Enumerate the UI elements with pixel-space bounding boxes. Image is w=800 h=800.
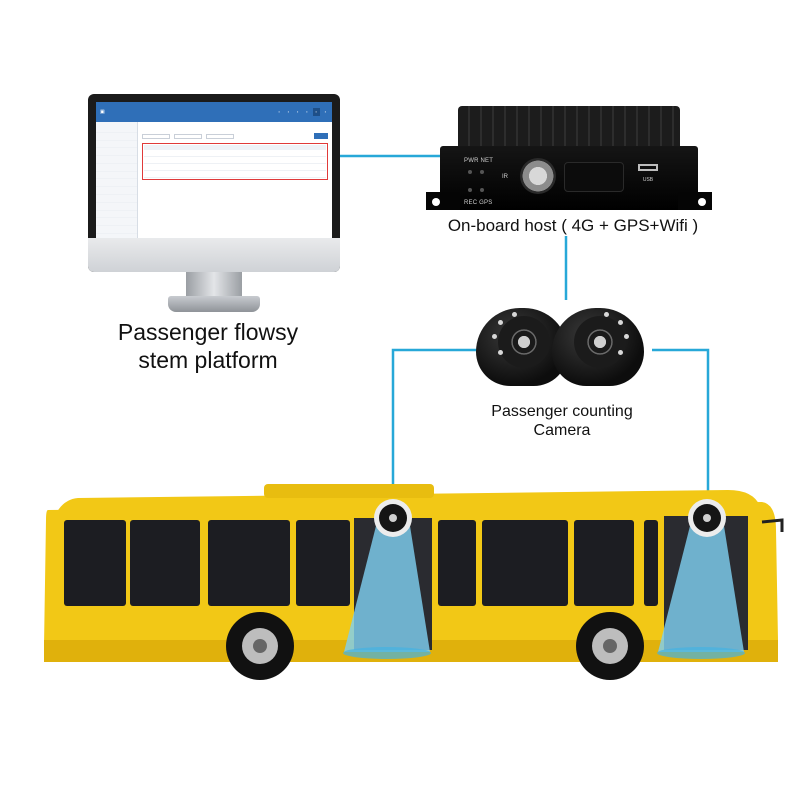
monitor-stand-neck bbox=[186, 272, 242, 300]
bus-window bbox=[482, 520, 568, 606]
dome-camera-right bbox=[552, 300, 644, 388]
table-header bbox=[144, 145, 326, 150]
usb-port-area: USB bbox=[630, 164, 666, 190]
bus-window bbox=[644, 520, 658, 606]
camera-to-rear-door-line bbox=[652, 348, 710, 495]
camera-label: Passenger counting Camera bbox=[491, 403, 633, 439]
bus-window bbox=[208, 520, 290, 606]
bus bbox=[44, 484, 784, 680]
camera-lens-icon bbox=[498, 316, 550, 368]
monitor: ▣ ▪ ▪ ▪ ▪ ▪ ▪ bbox=[88, 94, 340, 272]
nav-tab: ▪ bbox=[287, 110, 289, 114]
filter-field bbox=[142, 133, 170, 139]
nav-tab-active: ▪ bbox=[312, 108, 320, 116]
led-indicator bbox=[468, 188, 472, 192]
breadcrumb bbox=[142, 126, 328, 130]
usb-icon bbox=[638, 164, 658, 171]
sidebar-item bbox=[96, 218, 137, 227]
usb-label: USB bbox=[642, 177, 654, 183]
nav-tab: ▪ bbox=[278, 110, 280, 114]
nav-tab: ▪ bbox=[324, 110, 326, 114]
led-indicator bbox=[480, 188, 484, 192]
sidebar-item bbox=[96, 156, 137, 164]
host-label: On-board host ( 4G + GPS+Wifi ) bbox=[447, 216, 699, 235]
bus-window bbox=[296, 520, 350, 606]
table-row bbox=[144, 156, 326, 164]
ir-led bbox=[624, 334, 629, 339]
nav-tab: ▪ bbox=[297, 110, 299, 114]
app-header: ▣ ▪ ▪ ▪ ▪ ▪ ▪ bbox=[96, 102, 332, 122]
app-logo: ▣ bbox=[100, 109, 105, 115]
sidebar-item bbox=[96, 164, 137, 172]
platform-screen: ▣ ▪ ▪ ▪ ▪ ▪ ▪ bbox=[96, 102, 332, 238]
ir-led bbox=[498, 350, 503, 355]
mount-bracket-right bbox=[678, 192, 712, 210]
filter-field bbox=[206, 133, 234, 139]
sidebar-item bbox=[96, 195, 137, 203]
led-indicator bbox=[468, 170, 472, 174]
bus-window bbox=[438, 520, 476, 606]
bus-roof-unit bbox=[264, 484, 434, 498]
filter-field bbox=[174, 133, 202, 139]
filter-row bbox=[142, 133, 328, 139]
platform-label: Passenger flowsy stem platform bbox=[117, 319, 299, 373]
monitor-stand-base bbox=[168, 296, 260, 312]
table-row bbox=[144, 163, 326, 171]
sd-slot-cover bbox=[564, 162, 624, 192]
app-nav: ▪ ▪ ▪ ▪ ▪ ▪ bbox=[276, 102, 333, 122]
ir-led bbox=[492, 334, 497, 339]
ir-led bbox=[604, 312, 609, 317]
mount-bracket-left bbox=[426, 192, 460, 210]
beam-floor-front bbox=[343, 647, 431, 659]
door-camera-rear bbox=[688, 499, 726, 537]
sidebar-item bbox=[96, 133, 137, 141]
table-row bbox=[144, 150, 326, 157]
query-button bbox=[314, 133, 328, 139]
sidebar-item bbox=[96, 226, 137, 234]
onboard-host-device: PWR NET REC GPS IR USB bbox=[426, 106, 712, 210]
bus-window bbox=[130, 520, 200, 606]
led-panel: PWR NET REC GPS bbox=[464, 158, 504, 206]
bus-window bbox=[64, 520, 126, 606]
sidebar-item bbox=[96, 172, 137, 180]
sidebar-item bbox=[96, 141, 137, 149]
led-label-bottom: REC GPS bbox=[464, 200, 493, 206]
door-camera-front bbox=[374, 499, 412, 537]
sidebar-item bbox=[96, 203, 137, 211]
sidebar-item bbox=[96, 125, 137, 133]
monitor-chin bbox=[88, 238, 340, 272]
sidebar-item bbox=[96, 148, 137, 157]
counting-beam-rear bbox=[658, 526, 744, 652]
led-label-top: PWR NET bbox=[464, 158, 494, 164]
lock-icon bbox=[520, 158, 556, 194]
camera-to-front-door-line bbox=[391, 348, 478, 495]
counting-beam-front bbox=[344, 526, 430, 652]
wheel-front bbox=[226, 612, 294, 680]
host-heatsink bbox=[458, 106, 680, 150]
table-row bbox=[144, 170, 326, 178]
app-main bbox=[138, 122, 332, 238]
ir-label: IR bbox=[502, 174, 508, 180]
led-indicator bbox=[480, 170, 484, 174]
side-mirror bbox=[761, 518, 784, 532]
app-sidebar bbox=[96, 122, 138, 238]
sidebar-item bbox=[96, 187, 137, 196]
sidebar-item bbox=[96, 211, 137, 219]
ir-led bbox=[618, 350, 623, 355]
camera-lens-icon bbox=[574, 316, 626, 368]
wheel-rear bbox=[576, 612, 644, 680]
ir-led bbox=[512, 312, 517, 317]
beam-floor-rear bbox=[657, 647, 745, 659]
ir-led bbox=[618, 320, 623, 325]
bus-window bbox=[574, 520, 634, 606]
ir-led bbox=[498, 320, 503, 325]
data-table bbox=[142, 143, 328, 180]
sidebar-item bbox=[96, 179, 137, 188]
host-front-panel: PWR NET REC GPS IR USB bbox=[440, 146, 698, 210]
nav-tab: ▪ bbox=[306, 110, 308, 114]
